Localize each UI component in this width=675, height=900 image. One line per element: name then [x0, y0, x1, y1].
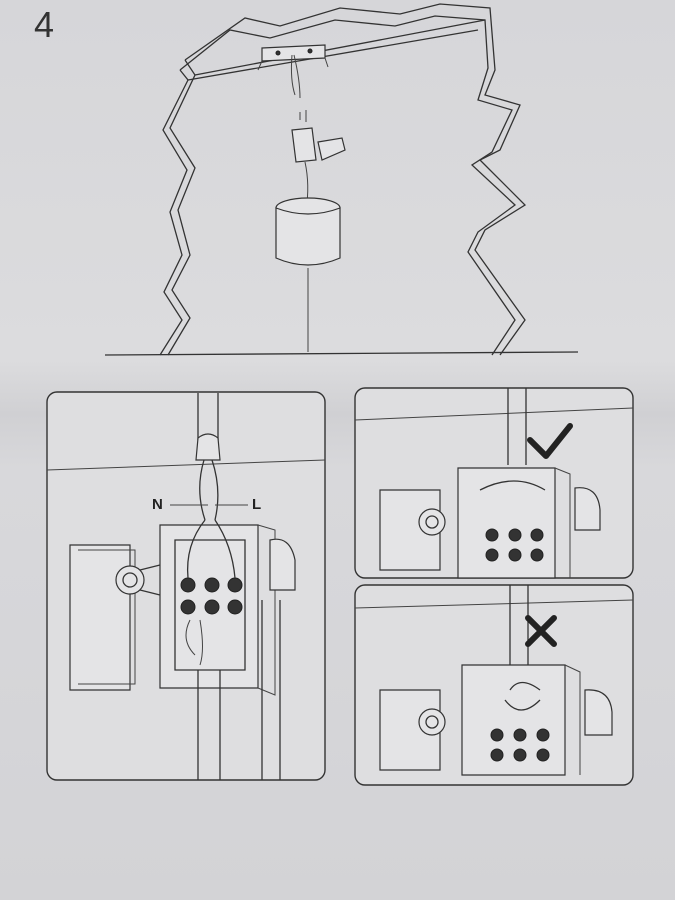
- step-number: 4: [34, 4, 55, 45]
- neutral-wire-label: N: [152, 496, 163, 513]
- checkmark-icon: [527, 423, 573, 459]
- terminal-block: [180, 577, 243, 615]
- wiring-detail-panel: [46, 391, 326, 781]
- correct-panel: [354, 387, 634, 579]
- live-wire-label: L: [252, 496, 262, 513]
- cross-icon: [525, 615, 557, 647]
- ceiling-scene: [104, 3, 579, 356]
- incorrect-panel: [354, 584, 634, 786]
